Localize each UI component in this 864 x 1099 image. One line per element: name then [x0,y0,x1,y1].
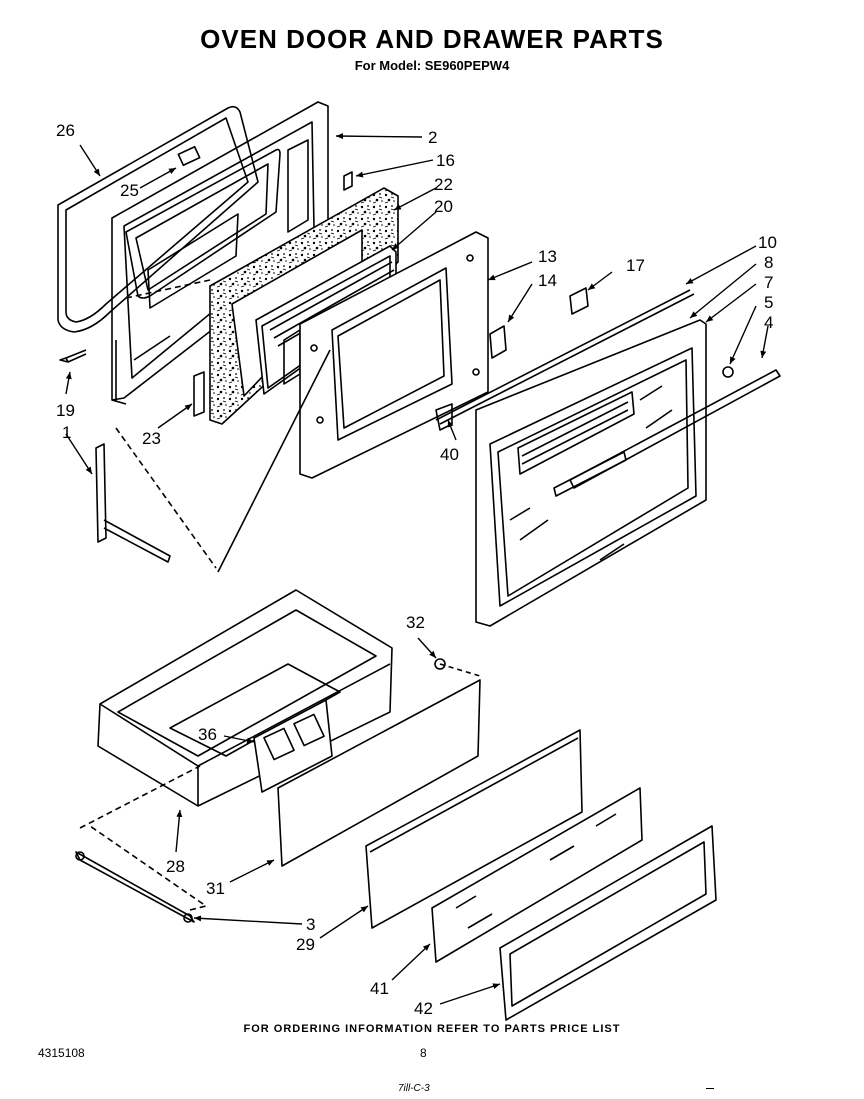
leader-25 [139,167,177,189]
assembly-line-door [125,279,211,299]
callout-13: 13 [538,247,557,266]
callout-14: 14 [538,271,557,290]
callout-20: 20 [434,197,453,216]
leader-2 [335,133,423,140]
assembly-line-slide [89,825,207,911]
callout-40: 40 [440,445,459,464]
leader-23 [157,403,193,429]
callout-2: 2 [428,128,437,147]
leader-36 [223,735,255,744]
part-19-screw [59,349,87,363]
page-number: 8 [420,1046,427,1060]
leader-22 [393,187,437,211]
callout-41: 41 [370,979,389,998]
leader-41 [391,943,431,981]
part-2-door-inner-frame [111,101,329,405]
callout-25: 25 [120,181,139,200]
part-42-drawer-trim [499,825,717,1021]
callout-32: 32 [406,613,425,632]
part-25-clip [177,145,201,167]
callout-19: 19 [56,401,75,420]
part-10-rod [435,289,695,425]
leader-29 [319,905,369,939]
part-17-latch [569,287,589,315]
callout-labels: 2 16 22 20 26 25 13 14 17 10 8 7 5 4 19 … [56,121,777,1018]
part-36-drawer-bracket [253,699,333,793]
part-4-door-handle [569,369,781,489]
part-26-door-gasket [57,105,259,333]
part-13-door-panel [299,231,489,479]
callout-29: 29 [296,935,315,954]
leader-28 [175,809,183,853]
assembly-line-hinge-right [217,349,331,573]
leader-8 [689,263,757,319]
part-41-drawer-glass [431,787,643,963]
callout-10: 10 [758,233,777,252]
handwritten-mark: 7ill-C-3 [398,1083,430,1094]
leader-20 [391,211,437,251]
leader-14 [507,283,533,323]
leader-lines [65,133,769,1005]
assembly-line-drawer [79,765,201,829]
callout-42: 42 [414,999,433,1018]
model-subtitle: For Model: SE960PEPW4 [354,58,510,73]
callout-22: 22 [434,175,453,194]
part-31-drawer-panel [277,679,481,867]
callout-1: 1 [62,423,71,442]
callout-28: 28 [166,857,185,876]
leader-5 [729,305,757,365]
callout-26: 26 [56,121,75,140]
leader-10 [685,245,757,285]
part-16-screw [343,171,353,191]
leader-13 [487,261,533,281]
part-1-hinge [95,443,171,563]
callout-16: 16 [436,151,455,170]
part-14-hinge-bracket [489,325,507,359]
ordering-note: FOR ORDERING INFORMATION REFER TO PARTS … [243,1023,621,1035]
leader-26 [79,144,101,177]
part-29-drawer-front [365,729,583,929]
callout-36: 36 [198,725,217,744]
callout-4: 4 [764,313,773,332]
callout-7: 7 [764,273,773,292]
page-title: OVEN DOOR AND DRAWER PARTS [200,24,664,54]
part-23-bracket [193,371,205,417]
callout-23: 23 [142,429,161,448]
leader-32 [417,637,437,659]
leader-7 [705,283,757,323]
callout-3: 3 [306,915,315,934]
leader-31 [229,859,275,883]
callout-8: 8 [764,253,773,272]
leader-16 [355,159,434,178]
corner-mark [706,1088,714,1089]
callout-5: 5 [764,293,773,312]
leader-17 [587,271,613,291]
leader-40 [447,419,457,441]
leader-3 [193,915,303,925]
part-32-bumper [434,658,446,670]
leader-42 [439,983,501,1005]
part-5-screw [722,366,734,378]
leader-1 [65,433,93,475]
part-28-drawer-body [97,589,393,807]
callout-17: 17 [626,256,645,275]
part-7-outer-door-frame [475,319,707,627]
leader-4 [760,325,769,359]
part-3-drawer-slide [75,851,195,923]
document-number: 4315108 [38,1046,85,1060]
callout-31: 31 [206,879,225,898]
assembly-line-bumper [439,663,481,677]
assembly-line-hinge-left [115,427,217,569]
leader-19 [65,371,72,395]
